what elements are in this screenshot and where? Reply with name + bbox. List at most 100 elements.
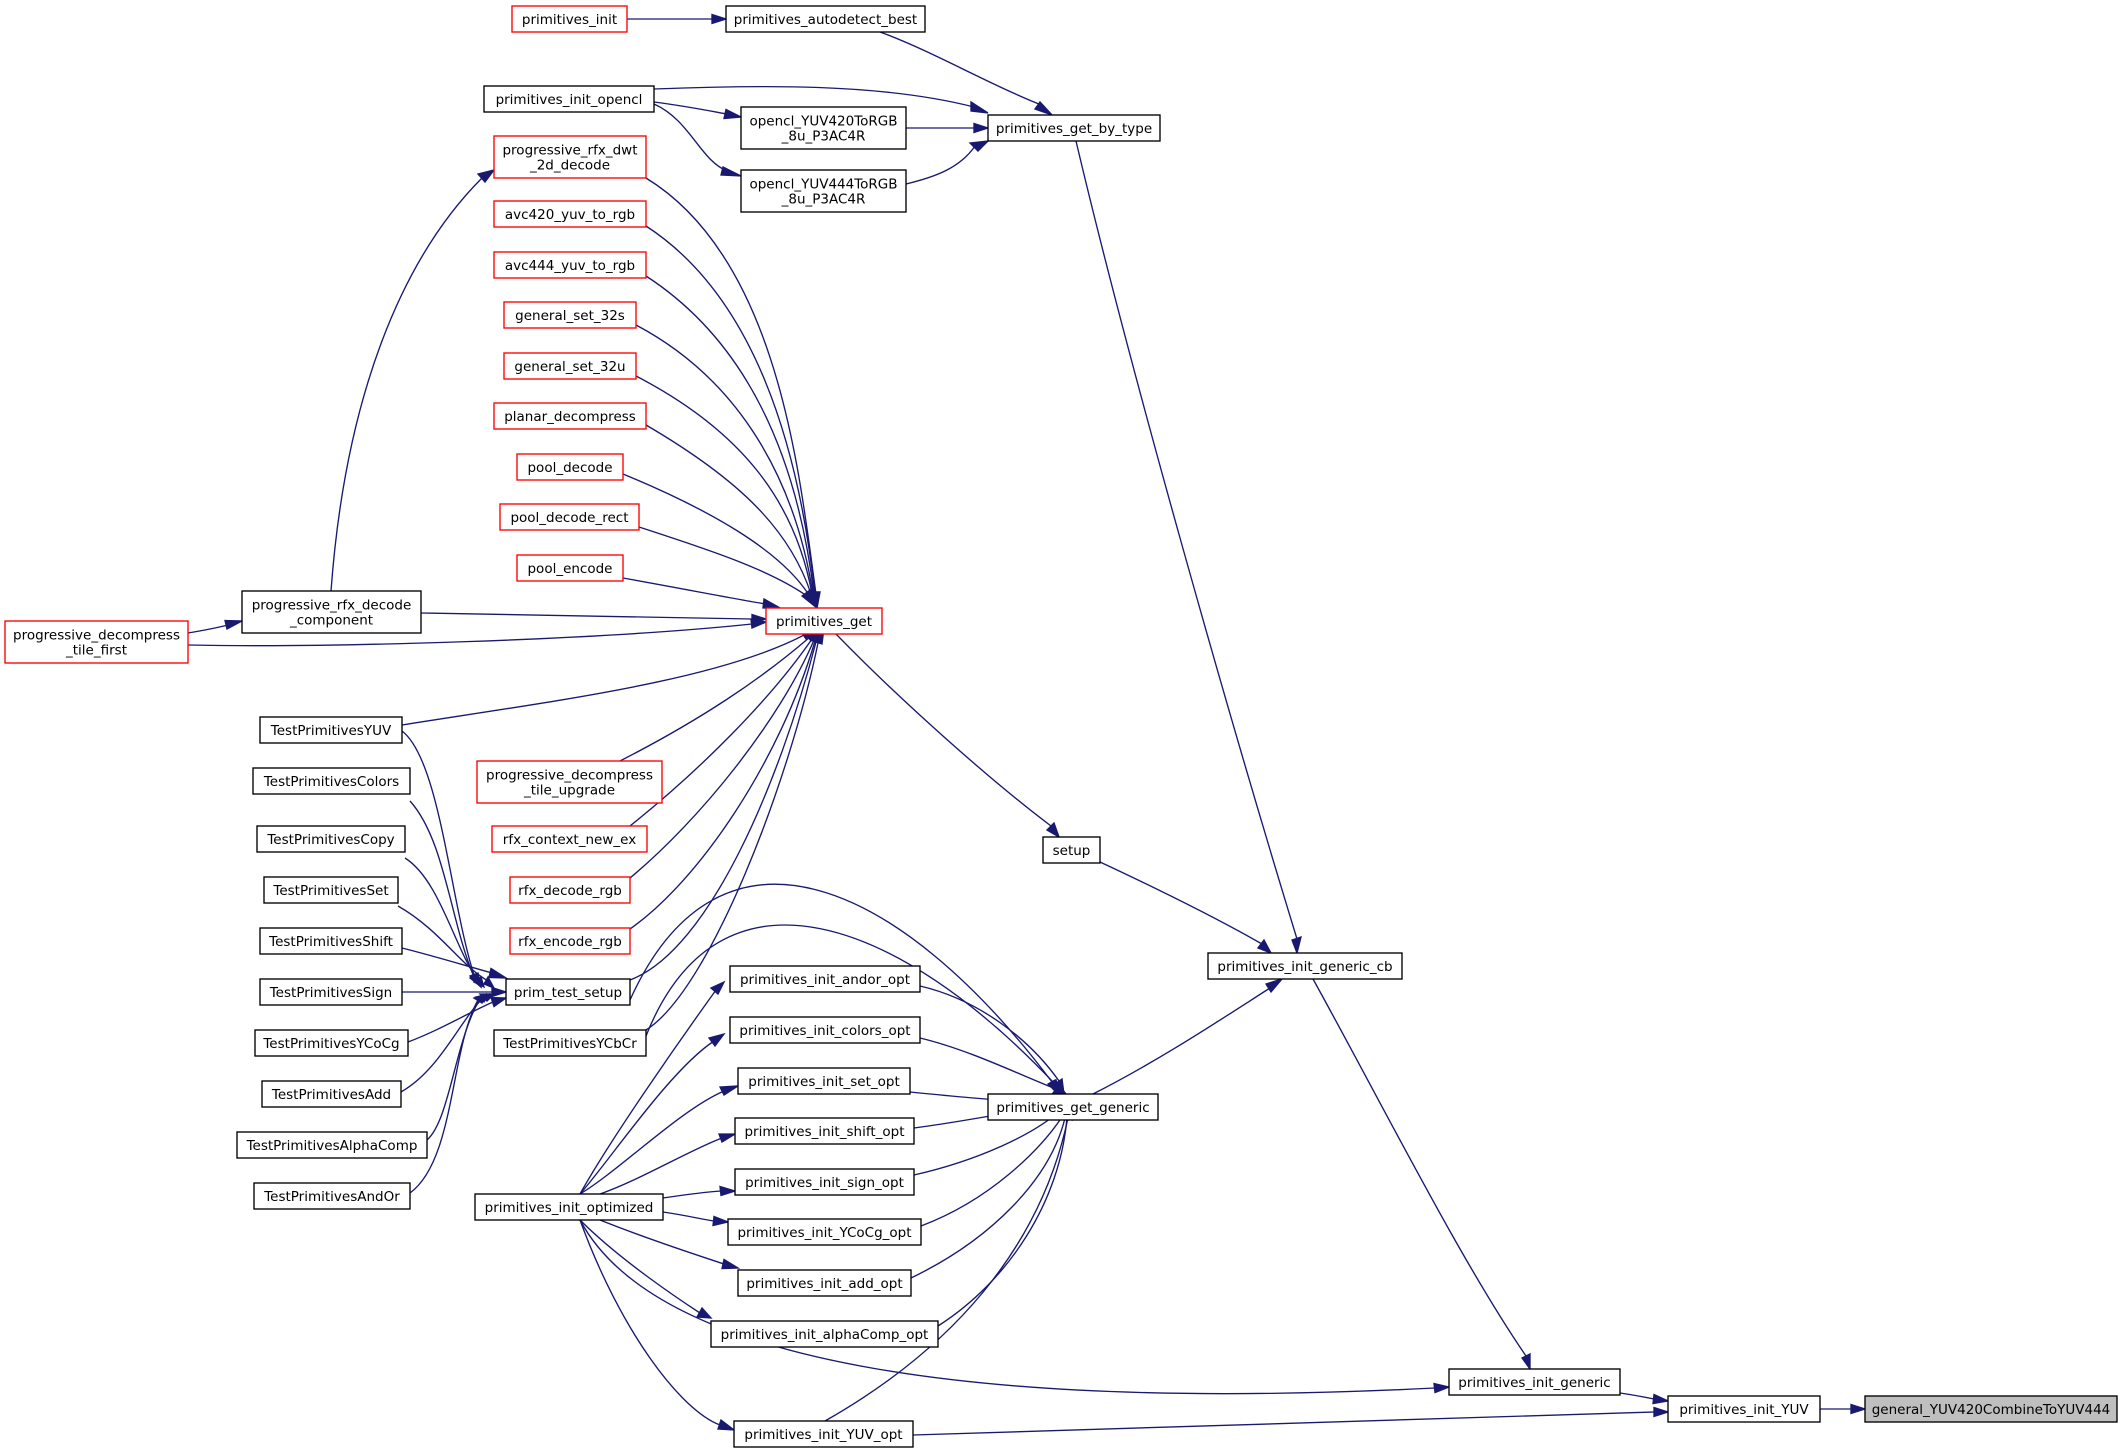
node-label: _tile_first bbox=[65, 643, 127, 659]
node-primitives-init-colors-opt[interactable]: primitives_init_colors_opt bbox=[729, 1016, 921, 1044]
edge-primitives_init_YCoCg_opt-to-primitives_get_generic bbox=[910, 1106, 1070, 1279]
node-box bbox=[1042, 836, 1101, 864]
node-primitives-init-andor-opt[interactable]: primitives_init_andor_opt bbox=[729, 965, 921, 993]
node-box bbox=[727, 1218, 922, 1246]
node-opencl-YUV420ToRGB-8u-P3AC4R[interactable]: opencl_YUV420ToRGB_8u_P3AC4R bbox=[740, 106, 907, 150]
node-box bbox=[259, 978, 403, 1006]
node-TestPrimitivesAlphaComp[interactable]: TestPrimitivesAlphaComp bbox=[236, 1131, 428, 1159]
edge-opencl_YUV420ToRGB_8u_P3AC4R-to-primitives_get_by_type bbox=[905, 122, 991, 134]
node-primitives-init-YUV[interactable]: primitives_init_YUV bbox=[1667, 1395, 1821, 1423]
node-planar-decompress[interactable]: planar_decompress bbox=[493, 402, 647, 430]
node-box bbox=[252, 767, 411, 795]
node-pool-decode-rect[interactable]: pool_decode_rect bbox=[499, 503, 640, 531]
node-pool-encode[interactable]: pool_encode bbox=[516, 554, 624, 582]
node-TestPrimitivesAdd[interactable]: TestPrimitivesAdd bbox=[261, 1080, 402, 1108]
node-rfx-context-new-ex[interactable]: rfx_context_new_ex bbox=[491, 825, 648, 853]
edge-line bbox=[919, 985, 1060, 1082]
node-rfx-decode-rgb[interactable]: rfx_decode_rgb bbox=[509, 876, 631, 904]
node-primitives-init-sign-opt[interactable]: primitives_init_sign_opt bbox=[734, 1168, 915, 1196]
node-label: primitives_init_generic bbox=[1458, 1375, 1610, 1391]
edge-line bbox=[645, 642, 819, 1031]
edge-avc420_yuv_to_rgb-to-primitives_get bbox=[645, 225, 820, 611]
edge-progressive_rfx_decode_component-to-primitives_get bbox=[420, 612, 769, 625]
edge-primitives_init_optimized-to-primitives_init_shift_opt bbox=[662, 1185, 738, 1199]
node-primitives-get[interactable]: primitives_get bbox=[765, 607, 883, 635]
node-general-YUV420CombineToYUV444: general_YUV420CombineToYUV444 bbox=[1864, 1395, 2118, 1423]
node-general-set-32s[interactable]: general_set_32s bbox=[503, 301, 637, 329]
node-primitives-init-add-opt[interactable]: primitives_init_add_opt bbox=[737, 1269, 912, 1297]
node-primitives-autodetect-best[interactable]: primitives_autodetect_best bbox=[725, 5, 926, 33]
node-TestPrimitivesSign[interactable]: TestPrimitivesSign bbox=[259, 978, 403, 1006]
node-label: pool_decode_rect bbox=[510, 510, 628, 526]
edge-arrowhead bbox=[970, 100, 989, 114]
node-prim-test-setup[interactable]: prim_test_setup bbox=[505, 978, 631, 1006]
node-TestPrimitivesSet[interactable]: TestPrimitivesSet bbox=[263, 876, 399, 904]
node-box bbox=[253, 1182, 411, 1210]
node-label: primitives_init_alphaComp_opt bbox=[721, 1327, 929, 1343]
edge-primitives_init_optimized-to-primitives_init_andor_opt bbox=[579, 1032, 726, 1195]
node-box bbox=[1864, 1395, 2118, 1423]
edge-arrowhead bbox=[488, 967, 509, 979]
node-progressive-rfx-decode-component[interactable]: progressive_rfx_decode_component bbox=[241, 590, 422, 634]
node-box bbox=[254, 1029, 409, 1057]
node-primitives-init-generic[interactable]: primitives_init_generic bbox=[1448, 1368, 1621, 1396]
node-avc420-yuv-to-rgb[interactable]: avc420_yuv_to_rgb bbox=[493, 200, 647, 228]
edge-line bbox=[599, 1219, 725, 1265]
node-primitives-init-YCoCg-opt[interactable]: primitives_init_YCoCg_opt bbox=[727, 1218, 922, 1246]
edge-arrowhead bbox=[723, 108, 744, 120]
node-TestPrimitivesYCbCr[interactable]: TestPrimitivesYCbCr bbox=[493, 1029, 647, 1057]
node-label: primitives_init_YUV bbox=[1679, 1402, 1809, 1418]
edge-primitives_init_add_opt-to-primitives_get_generic bbox=[937, 1106, 1072, 1327]
node-TestPrimitivesYUV[interactable]: TestPrimitivesYUV bbox=[259, 716, 403, 744]
node-primitives-init-opencl[interactable]: primitives_init_opencl bbox=[483, 85, 655, 113]
node-rfx-encode-rgb[interactable]: rfx_encode_rgb bbox=[509, 927, 631, 955]
node-progressive-decompress-tile-first[interactable]: progressive_decompress_tile_first bbox=[4, 620, 189, 664]
node-label: TestPrimitivesSign bbox=[269, 985, 393, 1001]
edge-line bbox=[645, 177, 817, 595]
edge-progressive_decompress_tile_first-to-progressive_rfx_decode_component bbox=[187, 619, 245, 634]
node-box bbox=[733, 1420, 914, 1448]
node-label: TestPrimitivesShift bbox=[268, 934, 393, 950]
node-label: progressive_rfx_dwt bbox=[502, 143, 637, 159]
node-label: opencl_YUV444ToRGB bbox=[749, 177, 897, 193]
node-avc444-yuv-to-rgb[interactable]: avc444_yuv_to_rgb bbox=[493, 251, 647, 279]
node-label: primitives_autodetect_best bbox=[734, 12, 917, 28]
node-TestPrimitivesAndOr[interactable]: TestPrimitivesAndOr bbox=[253, 1182, 411, 1210]
node-primitives-init-set-opt[interactable]: primitives_init_set_opt bbox=[737, 1067, 911, 1095]
node-primitives-init[interactable]: primitives_init bbox=[511, 5, 628, 33]
node-TestPrimitivesShift[interactable]: TestPrimitivesShift bbox=[259, 927, 403, 955]
edge-pool_encode-to-primitives_get bbox=[622, 577, 783, 609]
edge-arrowhead bbox=[224, 619, 245, 631]
node-setup[interactable]: setup bbox=[1042, 836, 1101, 864]
node-progressive-decompress-tile-upgrade[interactable]: progressive_decompress_tile_upgrade bbox=[476, 760, 663, 804]
edge-primitives_init_andor_opt-to-primitives_get_generic bbox=[919, 1037, 1068, 1095]
edge-arrowhead bbox=[711, 13, 729, 25]
node-primitives-get-generic[interactable]: primitives_get_generic bbox=[987, 1093, 1159, 1121]
node-box bbox=[263, 876, 399, 904]
node-progressive-rfx-dwt-2d-decode[interactable]: progressive_rfx_dwt_2d_decode bbox=[493, 135, 647, 179]
node-primitives-init-optimized[interactable]: primitives_init_optimized bbox=[474, 1193, 664, 1221]
node-label: primitives_get_generic bbox=[996, 1100, 1149, 1116]
node-label: setup bbox=[1053, 843, 1091, 859]
edge-line bbox=[638, 526, 808, 597]
node-primitives-init-YUV-opt[interactable]: primitives_init_YUV_opt bbox=[733, 1420, 914, 1448]
node-primitives-get-by-type[interactable]: primitives_get_by_type bbox=[987, 114, 1161, 142]
node-box bbox=[740, 169, 907, 213]
node-pool-decode[interactable]: pool_decode bbox=[516, 453, 624, 481]
node-TestPrimitivesColors[interactable]: TestPrimitivesColors bbox=[252, 767, 411, 795]
node-primitives-init-shift-opt[interactable]: primitives_init_shift_opt bbox=[734, 1117, 915, 1145]
edge-primitives_init_opencl-to-primitives_get_by_type bbox=[653, 85, 989, 114]
edge-line bbox=[629, 641, 817, 981]
edge-arrowhead bbox=[476, 168, 496, 184]
node-general-set-32u[interactable]: general_set_32u bbox=[503, 352, 637, 380]
edges-layer bbox=[187, 13, 1868, 1436]
edge-TestPrimitivesSign-to-prim_test_setup bbox=[402, 986, 509, 998]
node-label: TestPrimitivesYUV bbox=[270, 723, 392, 739]
node-TestPrimitivesCopy[interactable]: TestPrimitivesCopy bbox=[256, 825, 406, 853]
node-opencl-YUV444ToRGB-8u-P3AC4R[interactable]: opencl_YUV444ToRGB_8u_P3AC4R bbox=[740, 169, 907, 213]
node-primitives-init-alphaComp-opt[interactable]: primitives_init_alphaComp_opt bbox=[710, 1320, 939, 1348]
edge-line bbox=[401, 730, 475, 976]
node-primitives-init-generic-cb[interactable]: primitives_init_generic_cb bbox=[1207, 952, 1403, 980]
node-TestPrimitivesYCoCg[interactable]: TestPrimitivesYCoCg bbox=[254, 1029, 409, 1057]
node-label: avc444_yuv_to_rgb bbox=[505, 258, 635, 274]
